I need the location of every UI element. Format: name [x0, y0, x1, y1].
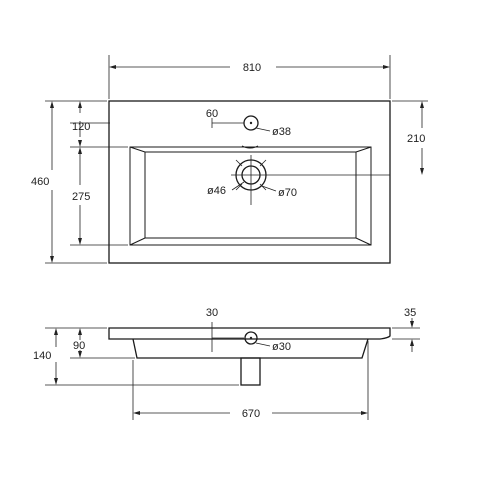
label-drain-flange: ø70: [278, 187, 297, 199]
dim-width-total: 810: [243, 62, 261, 74]
label-overflow-hole: ø30: [272, 341, 291, 353]
dim-right-offset: 210: [407, 133, 425, 145]
bowl-rim: [129, 146, 372, 246]
dim-height-total: 460: [31, 176, 49, 188]
bowl-floor: [144, 151, 357, 239]
dim-side-faucet-offset: 30: [206, 307, 218, 319]
dim-rim-height: 35: [404, 307, 416, 319]
overflow-slot: [241, 145, 259, 149]
dim-bowl-depth: 275: [72, 191, 90, 203]
label-faucet-hole: ø38: [272, 126, 291, 138]
side-view: 30 ø30 35 140 90 670: [33, 307, 420, 420]
overflow-hole: [244, 331, 258, 345]
basin-outline-side: [108, 327, 391, 340]
label-drain-hole: ø46: [207, 185, 226, 197]
dim-faucet-offset: 60: [206, 108, 218, 120]
basin-outline-top: [108, 100, 391, 264]
dim-bowl-width: 670: [242, 408, 260, 420]
dim-bowl-height: 90: [73, 340, 85, 352]
dim-top-to-drain: 120: [72, 121, 90, 133]
dim-total-height: 140: [33, 350, 51, 362]
drain-pipe: [240, 357, 261, 386]
bowl-profile: [132, 338, 369, 359]
top-view: 810 60 ø38 ø46 ø70 460 120: [31, 55, 428, 264]
